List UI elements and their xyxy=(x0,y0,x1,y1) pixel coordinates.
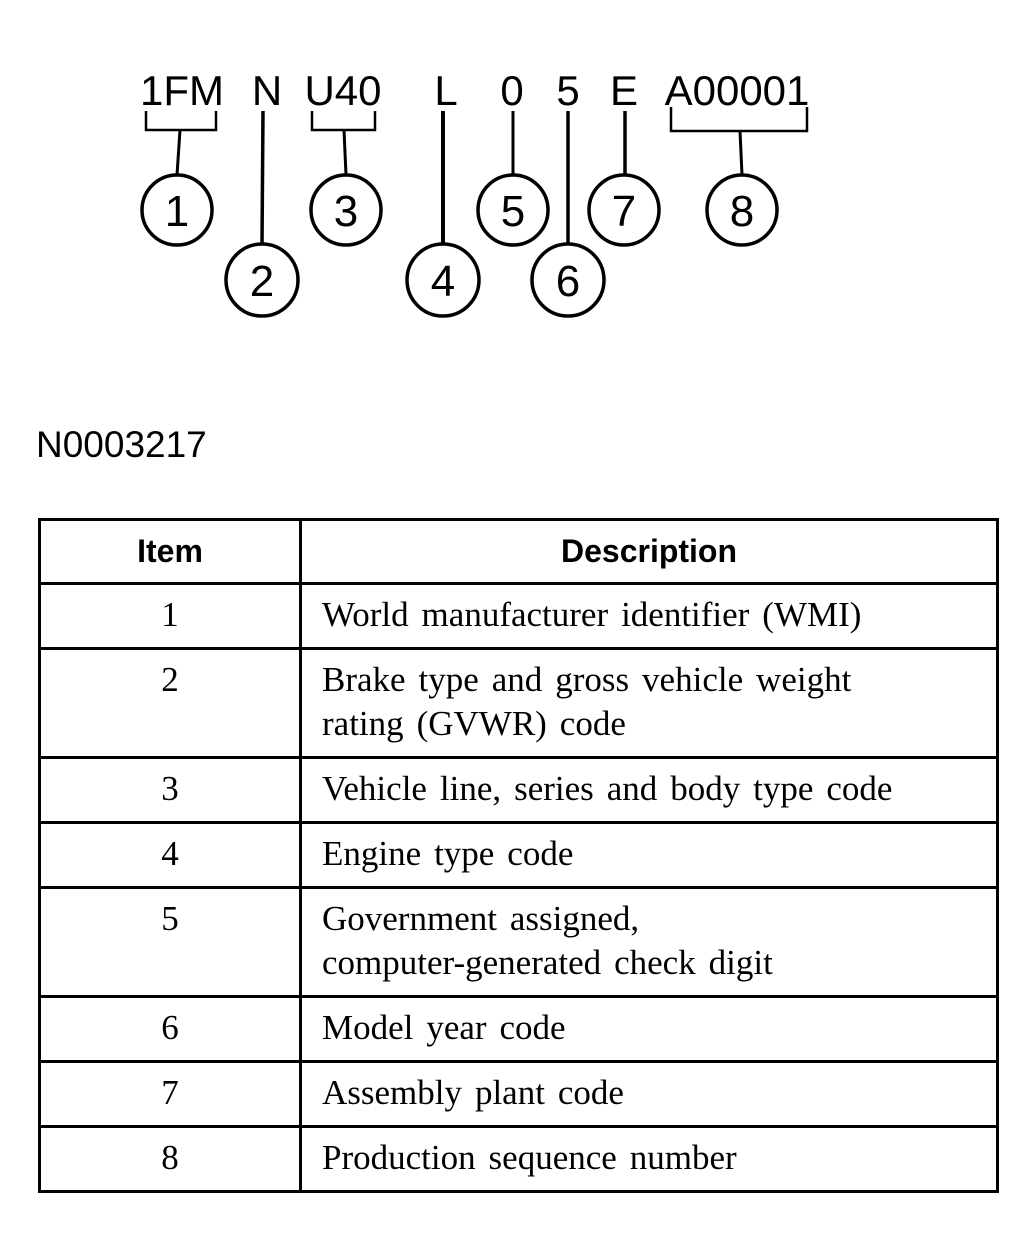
table-row: 7 Assembly plant code xyxy=(38,1060,999,1128)
vin-connector-line xyxy=(175,129,182,176)
callout-circle xyxy=(587,173,661,247)
vin-segment-text: 1FM xyxy=(140,67,224,114)
table-row: 6 Model year code xyxy=(38,995,999,1063)
vin-segment-text: N xyxy=(252,67,282,114)
item-description: Government assigned, computer-generated … xyxy=(299,886,999,998)
callout-circle xyxy=(309,173,383,247)
item-description: Vehicle line, series and body type code xyxy=(299,756,999,824)
table-header-row: Item Description xyxy=(38,518,999,585)
table-row: 1 World manufacturer identifier (WMI) xyxy=(38,582,999,650)
callout-number: 3 xyxy=(334,187,358,236)
table-row: 2 Brake type and gross vehicle weight ra… xyxy=(38,647,999,759)
vin-segment-text: E xyxy=(610,67,638,114)
item-number: 6 xyxy=(38,995,302,1063)
item-number: 2 xyxy=(38,647,302,759)
item-number: 7 xyxy=(38,1060,302,1128)
callout-circle xyxy=(140,173,214,247)
callout-number: 4 xyxy=(431,257,455,306)
vin-segment-text: U40 xyxy=(304,67,381,114)
item-number: 4 xyxy=(38,821,302,889)
callout-circle xyxy=(405,242,481,318)
vin-description-table: Item Description 1 World manufacturer id… xyxy=(38,518,999,1193)
callout-circle xyxy=(705,173,779,247)
callout-number: 1 xyxy=(165,187,189,236)
vin-segment-text: 0 xyxy=(500,67,523,114)
item-description: Brake type and gross vehicle weight rati… xyxy=(299,647,999,759)
item-number: 5 xyxy=(38,886,302,998)
callout-number: 2 xyxy=(250,257,274,306)
callout-number: 8 xyxy=(730,187,754,236)
table-row: 4 Engine type code xyxy=(38,821,999,889)
vin-bracket xyxy=(310,111,377,132)
vin-segment-text: 5 xyxy=(556,67,579,114)
item-description: Production sequence number xyxy=(299,1125,999,1193)
callout-circle xyxy=(224,242,300,318)
vin-connector-line xyxy=(342,129,348,176)
item-description: Model year code xyxy=(299,995,999,1063)
table-row: 5 Government assigned, computer-generate… xyxy=(38,886,999,998)
vin-bracket xyxy=(669,107,809,133)
figure-code: N0003217 xyxy=(36,424,207,465)
item-number: 1 xyxy=(38,582,302,650)
table-row: 3 Vehicle line, series and body type cod… xyxy=(38,756,999,824)
vin-segment-text: L xyxy=(434,67,457,114)
item-number: 8 xyxy=(38,1125,302,1193)
header-cell-description: Description xyxy=(299,518,999,585)
vin-bracket xyxy=(144,111,218,132)
vin-segment-text: A00001 xyxy=(665,67,810,114)
callout-number: 7 xyxy=(612,187,636,236)
header-cell-item: Item xyxy=(38,518,302,585)
vin-breakdown-diagram: 1FM N U40 L 0 5 E A00001 xyxy=(140,67,810,318)
item-number: 3 xyxy=(38,756,302,824)
table-row: 8 Production sequence number xyxy=(38,1125,999,1193)
callout-circle xyxy=(530,242,606,318)
item-description: Engine type code xyxy=(299,821,999,889)
item-description: Assembly plant code xyxy=(299,1060,999,1128)
item-description: World manufacturer identifier (WMI) xyxy=(299,582,999,650)
callout-circle xyxy=(476,173,550,247)
vin-connector-line xyxy=(738,130,744,176)
vin-connector-line xyxy=(260,110,265,246)
callout-number: 5 xyxy=(501,187,525,236)
callout-number: 6 xyxy=(556,257,580,306)
